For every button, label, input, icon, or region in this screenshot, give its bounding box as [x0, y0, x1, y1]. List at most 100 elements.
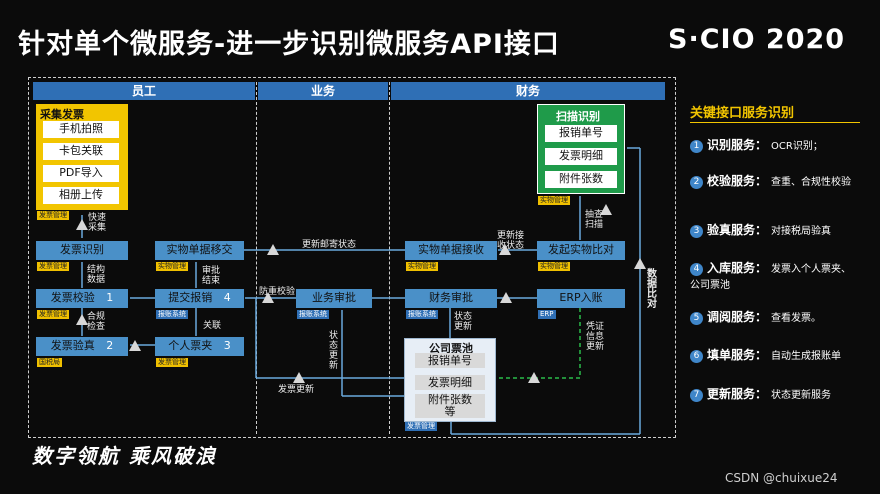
pool-item-attachments[interactable]: 附件张数等 [415, 394, 485, 418]
ocr-item-detail[interactable]: 发票明细 [545, 148, 617, 165]
pool-item-detail[interactable]: 发票明细 [415, 375, 485, 390]
service-item-7: 7 更新服务：状态更新服务 [690, 385, 831, 402]
node-start-compare[interactable]: 发起实物比对 [537, 241, 625, 260]
flow-marker-voucher [528, 372, 540, 383]
start-compare-tag: 实物管理 [538, 262, 570, 271]
csdn-watermark: CSDN @chuixue24 [725, 471, 838, 485]
erp-entry-tag: ERP [538, 310, 556, 319]
node-erp-entry[interactable]: ERP入账 [537, 289, 625, 308]
label-link: 关联 [203, 321, 222, 331]
label-data-compare: 数据比对 [647, 269, 657, 310]
submit-claim-label: 提交报销 [168, 291, 213, 304]
ocr-scan-panel: 扫描识别 报销单号 发票明细 附件张数 [537, 104, 625, 194]
invoice-check-number: 1 [106, 291, 114, 304]
collect-item-wallet[interactable]: 卡包关联 [43, 143, 119, 160]
lane-divider-1 [256, 82, 257, 434]
label-prevent-recheck: 防重校验 [259, 287, 296, 297]
label-invoice-update: 发票更新 [278, 385, 315, 395]
label-update-mail: 更新邮寄状态 [302, 240, 357, 250]
service-name-2: 校验服务： [707, 174, 768, 188]
invoice-check-tag: 发票管理 [37, 310, 69, 319]
footer-slogan: 数字领航 乘风破浪 [32, 444, 217, 468]
service-desc-3: 对接税局验真 [771, 226, 832, 237]
node-submit-claim[interactable]: 提交报销 4 [155, 289, 244, 308]
lane-employee: 员工 [33, 82, 255, 100]
pool-tag: 发票管理 [405, 422, 437, 431]
flow-marker-finance [500, 292, 512, 303]
ocr-title: 扫描识别 [556, 110, 600, 123]
label-fast-collect: 快速采集 [88, 213, 107, 233]
service-desc-4: 发票入个人票夹、公司票池 [690, 264, 852, 291]
ocr-tag: 实物管理 [538, 196, 570, 205]
service-desc-6: 自动生成报账单 [771, 351, 842, 362]
flow-marker-receive [499, 244, 511, 255]
label-structured-data: 结构数据 [87, 265, 106, 285]
service-item-3: 3 验真服务：对接税局验真 [690, 221, 831, 238]
service-name-4: 入库服务： [707, 261, 768, 275]
business-approval-tag: 报账系统 [297, 310, 329, 319]
service-desc-7: 状态更新服务 [771, 390, 832, 401]
service-item-4: 4 入库服务：发票入个人票夹、公司票池 [690, 259, 860, 291]
sicio-logo: S·CIO 2020 [668, 24, 846, 55]
personal-folder-number: 3 [223, 339, 231, 352]
service-name-3: 验真服务： [707, 223, 768, 237]
service-number-7: 7 [690, 388, 703, 402]
finance-approval-tag: 报账系统 [406, 310, 438, 319]
flow-marker-scan [600, 204, 612, 215]
node-invoice-check[interactable]: 发票校验 1 [36, 289, 128, 308]
service-desc-5: 查看发票。 [771, 313, 822, 324]
flow-marker-recheck [262, 292, 274, 303]
physical-receive-tag: 实物管理 [406, 262, 438, 271]
node-finance-approval[interactable]: 财务审批 [405, 289, 497, 308]
collect-invoice-panel: 采集发票 手机拍照 卡包关联 PDF导入 相册上传 [36, 104, 128, 210]
node-physical-receive[interactable]: 实物单据接收 [405, 241, 497, 260]
side-panel-underline [690, 122, 860, 123]
label-status-update-b: 状态更新 [454, 312, 473, 332]
service-name-5: 调阅服务： [707, 310, 768, 324]
node-business-approval[interactable]: 业务审批 [296, 289, 372, 308]
service-desc-1: OCR识别； [771, 141, 823, 152]
ocr-item-claim-no[interactable]: 报销单号 [545, 125, 617, 142]
company-invoice-pool: 公司票池 报销单号 发票明细 附件张数等 [404, 338, 496, 422]
flow-marker-compare [634, 258, 646, 269]
invoice-recognition-tag: 发票管理 [37, 262, 69, 271]
label-status-update-a: 状态更新 [329, 331, 339, 371]
lane-divider-2 [389, 82, 390, 434]
physical-transfer-tag: 实物管理 [156, 262, 188, 271]
flow-marker-collect [76, 219, 88, 230]
node-invoice-recognition[interactable]: 发票识别 [36, 241, 128, 260]
service-number-4: 4 [690, 262, 703, 276]
label-approval-end: 审批结束 [202, 266, 221, 286]
service-number-1: 1 [690, 139, 703, 153]
label-update-receive: 更新接收状态 [497, 231, 525, 251]
service-name-1: 识别服务： [707, 138, 768, 152]
service-item-1: 1 识别服务：OCR识别； [690, 136, 823, 153]
collect-item-pdf[interactable]: PDF导入 [43, 165, 119, 182]
pool-item-claim-no[interactable]: 报销单号 [415, 353, 485, 368]
label-scan: 抽查扫描 [585, 210, 604, 230]
lane-business: 业务 [258, 82, 388, 100]
invoice-verify-tag: 国税局 [37, 358, 62, 367]
invoice-check-label: 发票校验 [50, 291, 95, 304]
collect-item-album[interactable]: 相册上传 [43, 187, 119, 204]
node-physical-transfer[interactable]: 实物单据移交 [155, 241, 244, 260]
node-invoice-verify[interactable]: 发票验真 2 [36, 337, 128, 356]
pool-title: 公司票池 [429, 342, 473, 355]
service-number-2: 2 [690, 175, 703, 189]
service-name-7: 更新服务： [707, 387, 768, 401]
invoice-verify-number: 2 [106, 339, 114, 352]
page-title: 针对单个微服务-进一步识别微服务API接口 [18, 29, 560, 60]
label-compliance-check: 合规检查 [87, 312, 106, 332]
ocr-item-attachments[interactable]: 附件张数 [545, 171, 617, 188]
side-panel-title: 关键接口服务识别 [690, 106, 795, 121]
service-number-3: 3 [690, 224, 703, 238]
node-personal-folder[interactable]: 个人票夹 3 [155, 337, 244, 356]
invoice-verify-label: 发票验真 [50, 339, 95, 352]
personal-folder-label: 个人票夹 [168, 339, 213, 352]
collect-item-phone[interactable]: 手机拍照 [43, 121, 119, 138]
submit-claim-tag: 报账系统 [156, 310, 188, 319]
